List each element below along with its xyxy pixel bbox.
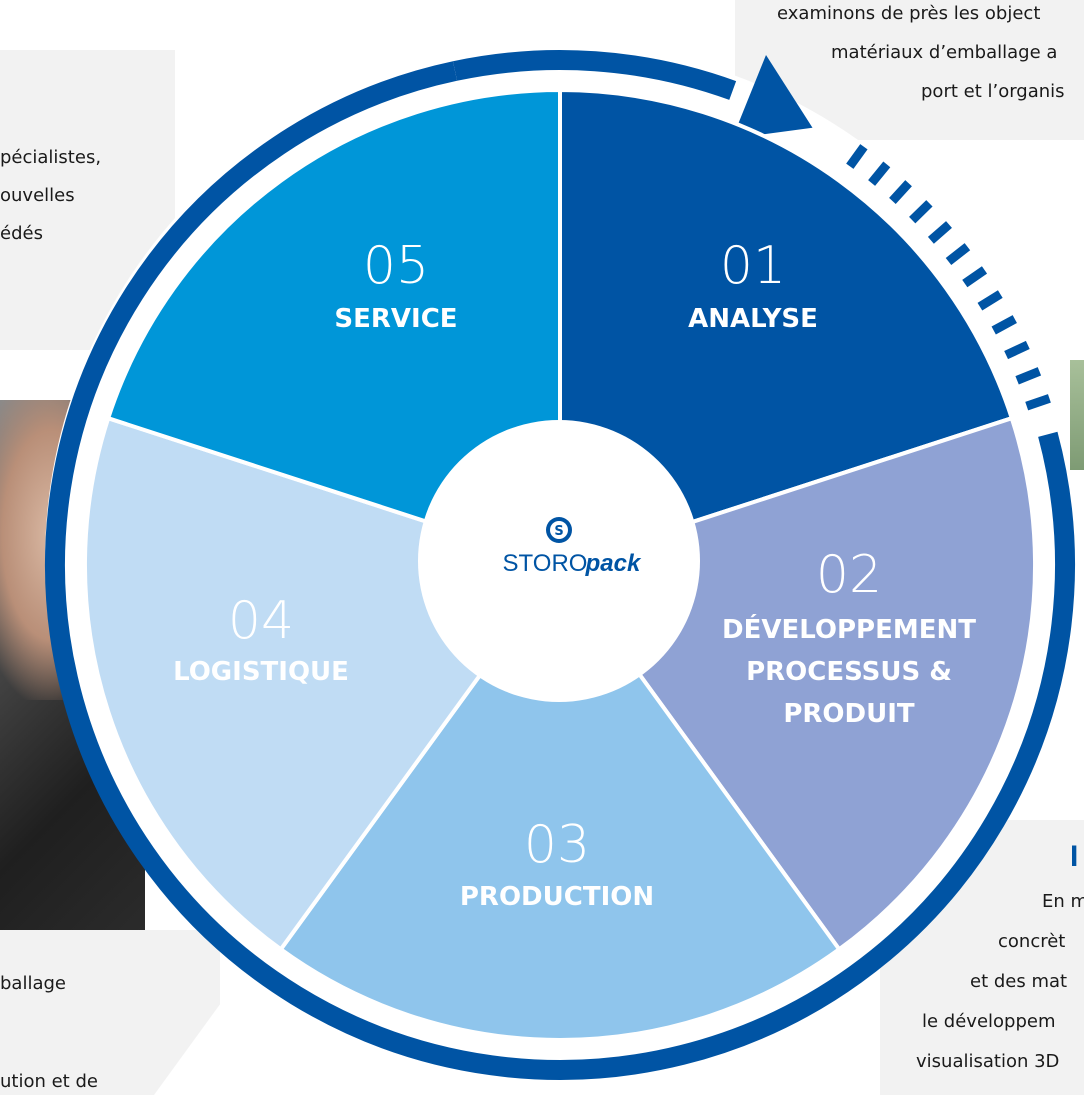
storopack-logo: S STORO pack [503, 517, 642, 577]
ring-tick [846, 144, 868, 169]
panel-text-line: le développem [922, 1011, 1056, 1032]
logo-text-main: STORO [503, 550, 588, 577]
panel-text-line: En m [1042, 891, 1084, 912]
logo-text-italic: pack [585, 550, 642, 577]
segment-number: 01 [720, 236, 786, 296]
panel-text-line: ballage [0, 973, 66, 994]
ring-tick [962, 266, 988, 288]
panel-text-line: examinons de près les object [777, 3, 1041, 24]
segment-number: 04 [228, 591, 294, 651]
segment-title: ANALYSE [688, 304, 818, 334]
segment-title: PRODUIT [783, 699, 915, 729]
ring-tick [927, 221, 952, 244]
segment-title: PRODUCTION [460, 882, 654, 912]
outer-ring-arc [45, 61, 1075, 1080]
svg-text:S: S [554, 524, 563, 539]
ring-tick [1025, 394, 1051, 411]
panel-text-line: pécialistes, [0, 147, 102, 168]
center-hub [418, 420, 700, 702]
panel-text-line: ouvelles [0, 185, 75, 206]
segment-title: PROCESSUS & [746, 657, 952, 687]
panel-text-line: concrèt [998, 931, 1066, 952]
panel-text-line: et des mat [970, 971, 1068, 992]
segment-production[interactable] [278, 561, 842, 1042]
text-panel-left-top: pécialistes, ouvelles édés [0, 50, 175, 350]
ring-tick [868, 161, 891, 186]
panel-text-line: ution et de [0, 1071, 98, 1092]
segment-service[interactable] [105, 87, 562, 568]
panel-text-line: port et l’organis [921, 81, 1065, 102]
ring-tick [991, 315, 1017, 335]
segment-number: 02 [816, 545, 882, 605]
segment-title: LOGISTIQUE [173, 657, 349, 687]
segment-title: DÉVELOPPEMENT [722, 613, 976, 645]
segment-number: 05 [363, 236, 429, 296]
ring-tick [889, 180, 912, 204]
ring-arrow-icon [732, 55, 813, 139]
photo-edge [1070, 360, 1084, 470]
outer-ring-arc-top [452, 49, 737, 100]
panel-text-line: édés [0, 223, 43, 244]
ring-tick [909, 200, 933, 224]
ring-tick [1015, 367, 1042, 385]
panel-text-line: visualisation 3D [916, 1051, 1060, 1072]
panel-text-line: matériaux d’emballage a [831, 42, 1058, 63]
ring-dashed-ticks [846, 144, 1051, 411]
panel-heading: I [1070, 840, 1079, 873]
ring-tick [945, 243, 971, 266]
segment-number: 03 [524, 815, 590, 875]
storopack-s-icon: S [546, 517, 572, 543]
segment-title: SERVICE [334, 304, 457, 334]
ring-tick [1004, 340, 1030, 360]
segment-analyse[interactable] [558, 87, 1015, 568]
ring-tick [977, 290, 1003, 311]
